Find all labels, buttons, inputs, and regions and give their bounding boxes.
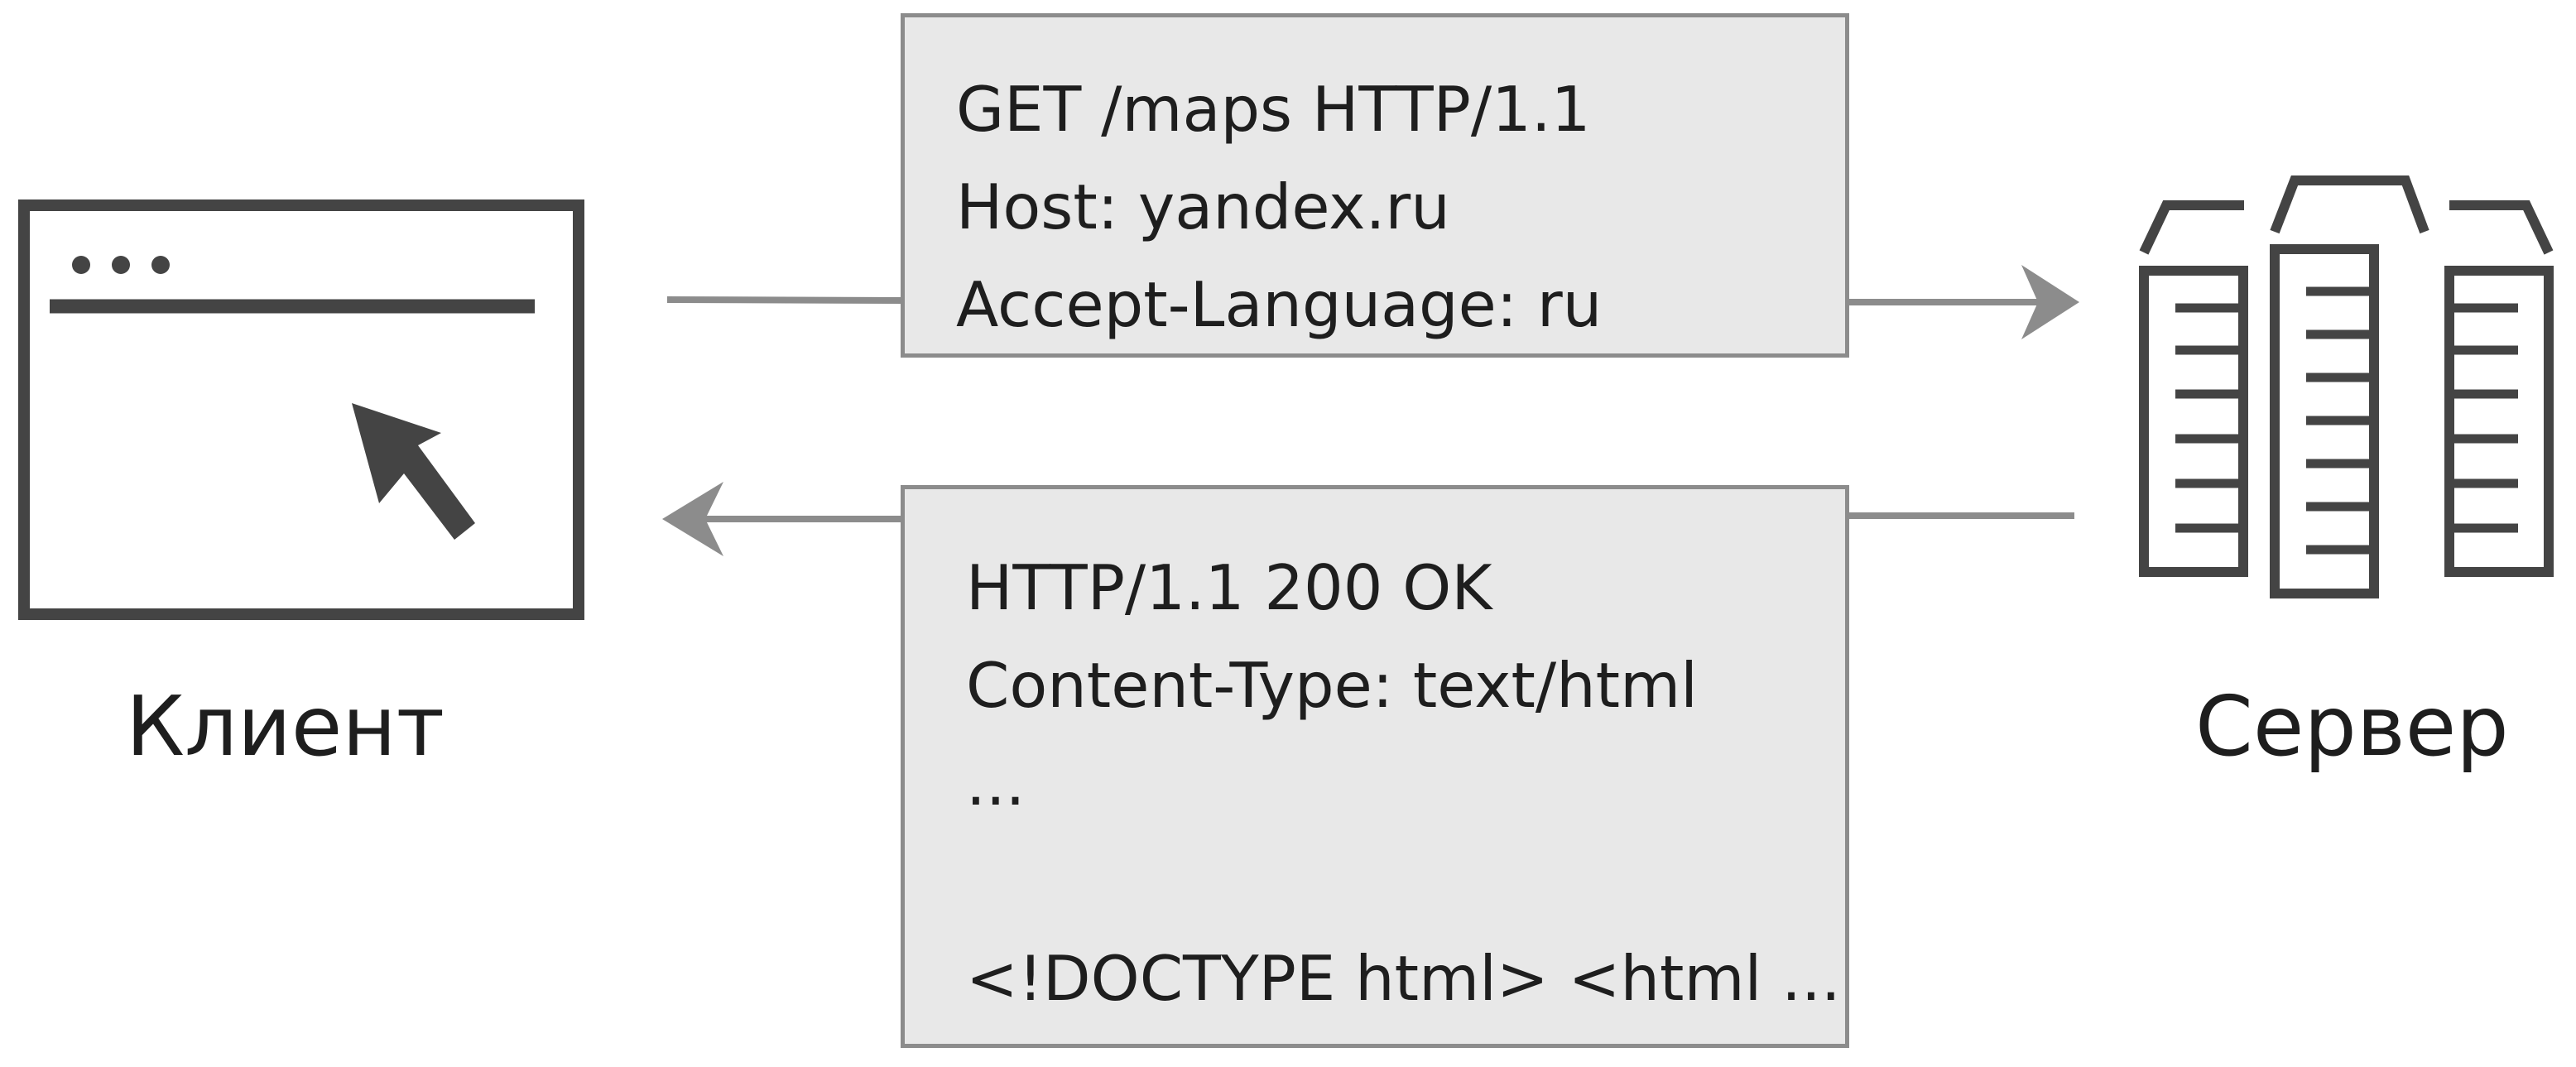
response-message-box: HTTP/1.1 200 OK Content-Type: text/html … bbox=[901, 485, 1849, 1048]
client-label: Клиент bbox=[126, 678, 445, 775]
response-arrowhead bbox=[662, 482, 723, 556]
request-accept-language-header: Accept-Language: ru bbox=[956, 268, 1603, 341]
response-blank-line bbox=[966, 832, 1845, 930]
request-line: GET /maps HTTP/1.1 bbox=[956, 73, 1591, 146]
response-status-line: HTTP/1.1 200 OK bbox=[966, 551, 1492, 624]
request-message-box: GET /maps HTTP/1.1 Host: yandex.ru Accep… bbox=[901, 13, 1849, 358]
response-body-start: <!DOCTYPE html> <html ... bbox=[966, 942, 1841, 1015]
response-content-type-header: Content-Type: text/html bbox=[966, 649, 1698, 722]
request-arrow bbox=[666, 296, 2051, 305]
browser-window-with-cursor-icon bbox=[18, 199, 584, 620]
server-rack-icon bbox=[2139, 175, 2554, 598]
request-host-header: Host: yandex.ru bbox=[956, 171, 1450, 243]
server-label: Сервер bbox=[2195, 678, 2509, 775]
request-arrowhead bbox=[2021, 265, 2079, 339]
response-arrow bbox=[694, 512, 2074, 522]
response-ellipsis: ... bbox=[966, 747, 1026, 819]
